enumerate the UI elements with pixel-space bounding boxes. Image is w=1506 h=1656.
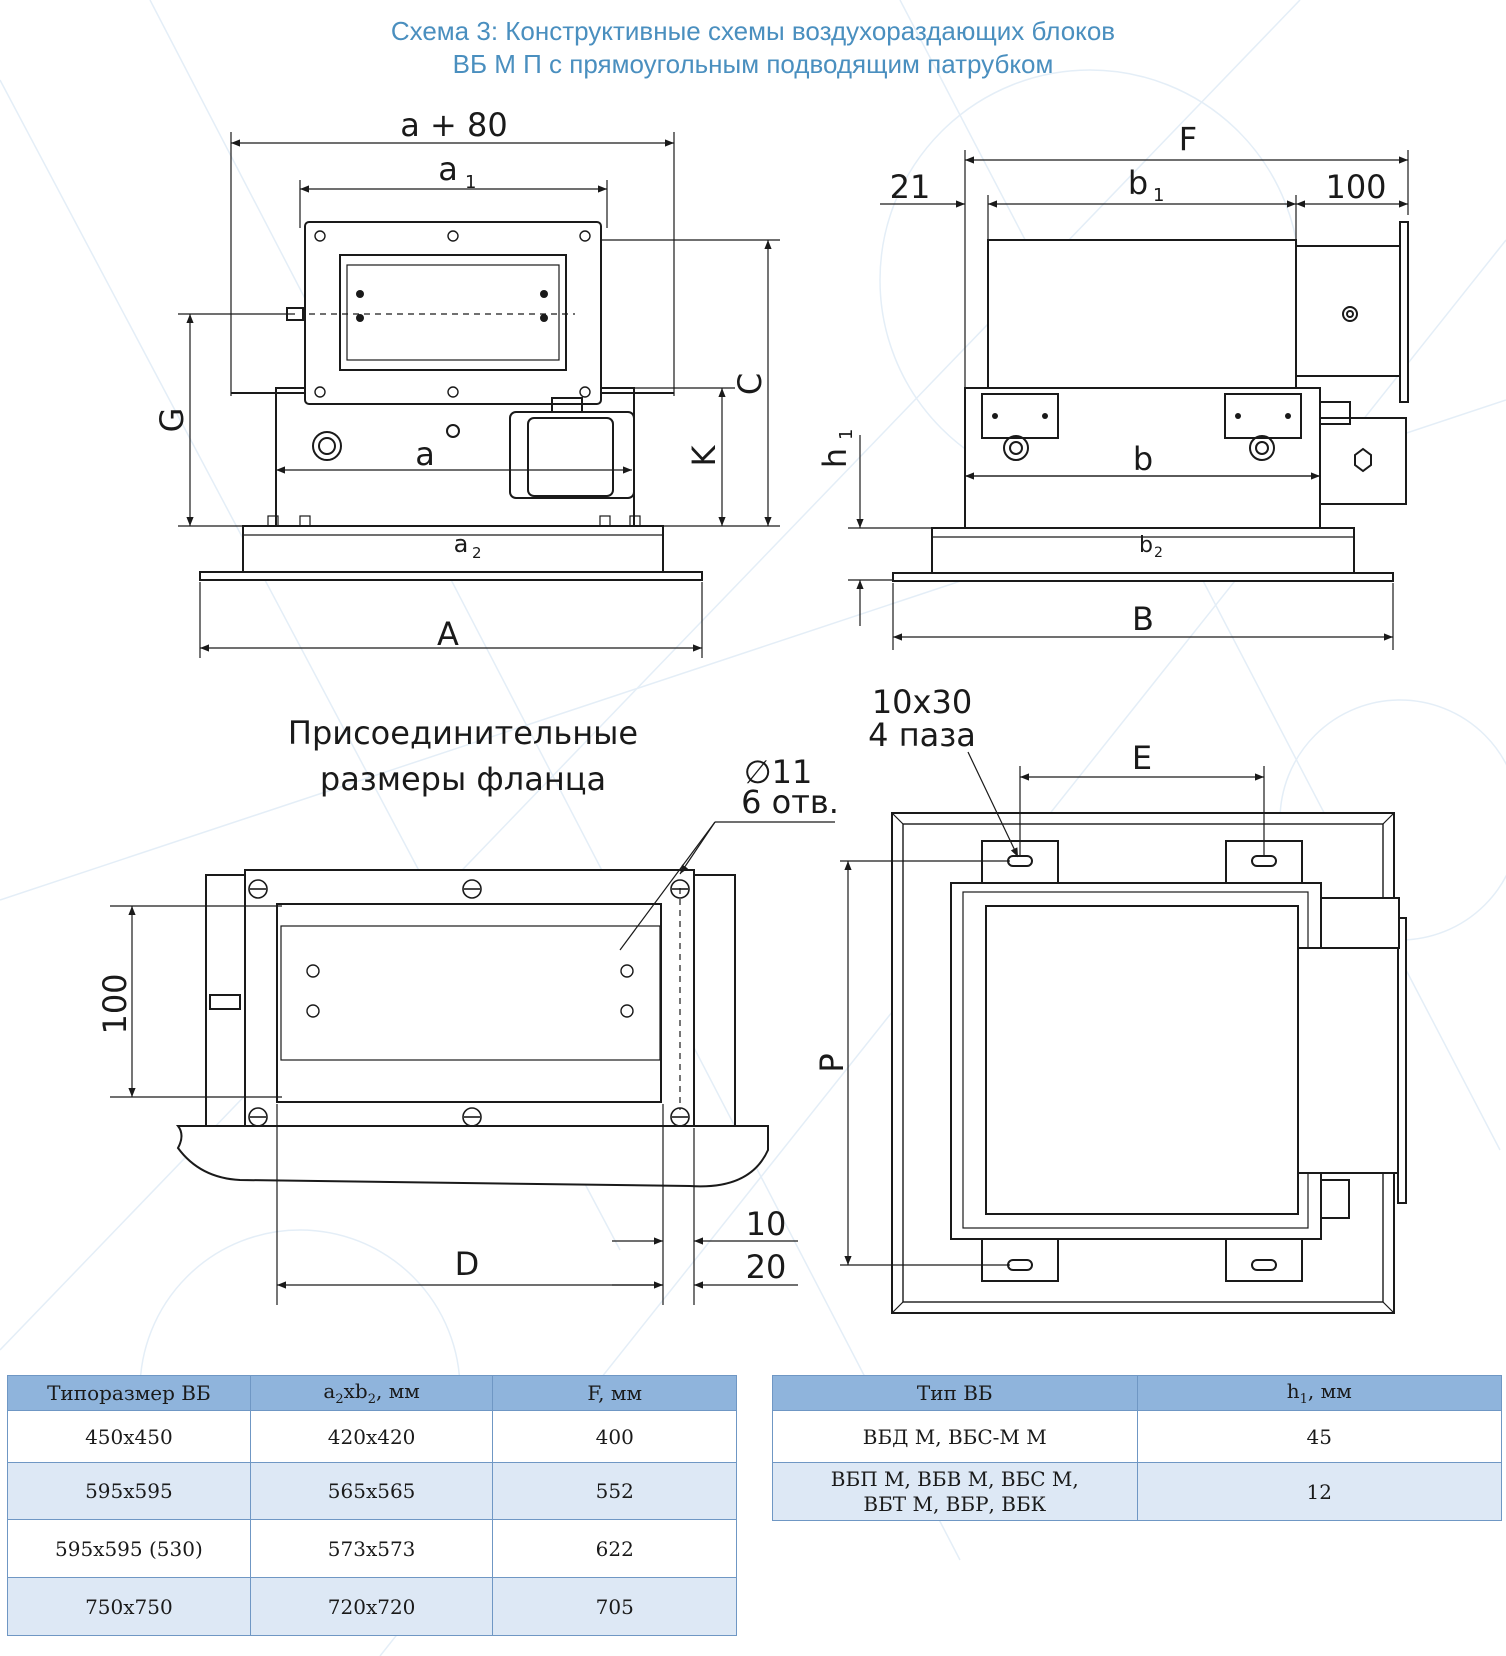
label-b2: b	[1139, 533, 1153, 558]
side-view	[892, 221, 1409, 582]
label-G: G	[153, 408, 191, 433]
label-B: B	[1132, 600, 1154, 638]
top-view-labels: 10x30 4 паза E P	[813, 683, 1152, 1073]
label-a80: a + 80	[400, 106, 507, 144]
flange-view-labels: ∅11 6 отв. 100 D 10 20	[96, 753, 839, 1286]
sizes-header-type: Типоразмер ВБ	[7, 1375, 251, 1411]
types-table-header: Тип ВБ h1, мм	[772, 1375, 1503, 1411]
label-a2-sub: 2	[472, 544, 482, 562]
front-view	[199, 221, 703, 581]
table-row: 595x595 (530) 573x573 622	[7, 1519, 737, 1578]
table-cell: ВБП М, ВБВ М, ВБС М, ВБТ М, ВБР, ВБК	[772, 1462, 1138, 1521]
table-cell: 720x720	[249, 1577, 494, 1636]
table-cell: 622	[492, 1519, 737, 1578]
label-b: b	[1133, 440, 1153, 478]
table-cell: 12	[1136, 1462, 1503, 1521]
label-a1-sub: 1	[465, 172, 476, 193]
sizes-header-F: F, мм	[492, 1375, 737, 1411]
table-cell: 595x595 (530)	[7, 1519, 251, 1578]
table-cell: 450x450	[7, 1410, 251, 1463]
label-slot-count: 4 паза	[868, 716, 976, 754]
table-cell: 595x595	[7, 1462, 251, 1520]
label-P: P	[813, 1053, 851, 1072]
title-line-1: Схема 3: Конструктивные схемы воздухораз…	[390, 16, 1116, 46]
side-view-dimensions	[848, 150, 1409, 650]
technical-drawing: a + 80 a 1 a a 2 A G K C	[96, 106, 1409, 1314]
label-b2-sub: 2	[1154, 545, 1163, 561]
title-line-2: ВБ М П с прямоугольным подводящим патруб…	[452, 49, 1054, 79]
table-cell: ВБД М, ВБС-М М	[772, 1410, 1138, 1463]
table-cell: 705	[492, 1577, 737, 1636]
types-table: Тип ВБ h1, мм ВБД М, ВБС-М М 45 ВБП М, В…	[772, 1375, 1503, 1521]
table-cell: 573x573	[249, 1519, 494, 1578]
label-20: 20	[746, 1248, 787, 1286]
types-header-type: Тип ВБ	[772, 1375, 1138, 1411]
flange-caption-line-1: Присоединительные	[288, 714, 638, 752]
table-row: ВБД М, ВБС-М М 45	[772, 1410, 1503, 1463]
label-a2: a	[454, 530, 469, 558]
flange-caption-line-2: размеры фланца	[320, 760, 606, 798]
label-100-side: 100	[1325, 168, 1386, 206]
table-cell: 45	[1136, 1410, 1503, 1463]
label-D: D	[455, 1245, 480, 1283]
top-view-dimensions	[840, 751, 1265, 1266]
table-row: 595x595 565x565 552	[7, 1462, 737, 1520]
table-row: ВБП М, ВБВ М, ВБС М, ВБТ М, ВБР, ВБК 12	[772, 1462, 1503, 1521]
label-h1: h	[816, 448, 854, 468]
label-E: E	[1132, 739, 1152, 777]
table-cell: 420x420	[249, 1410, 494, 1463]
label-hole-dia: ∅11	[744, 753, 813, 791]
types-header-h1: h1, мм	[1136, 1375, 1503, 1411]
flange-view-dimensions	[110, 821, 835, 1305]
table-row: 750x750 720x720 705	[7, 1577, 737, 1636]
sizes-table: Типоразмер ВБ a2xb2, мм F, мм 450x450 42…	[7, 1375, 737, 1636]
flange-caption: Присоединительные размеры фланца	[288, 714, 638, 798]
label-h1-sub: 1	[836, 429, 857, 440]
sizes-table-header: Типоразмер ВБ a2xb2, мм F, мм	[7, 1375, 737, 1411]
label-C: C	[731, 373, 769, 395]
label-b1: b	[1128, 164, 1148, 202]
side-view-labels: F 21 b 1 100 b b 2 B h 1	[816, 120, 1387, 638]
sizes-header-a2b2: a2xb2, мм	[249, 1375, 494, 1411]
flange-view	[175, 869, 769, 1188]
label-b1-sub: 1	[1153, 185, 1164, 206]
label-hole-count: 6 отв.	[741, 783, 839, 821]
label-A: A	[437, 615, 459, 653]
label-F: F	[1179, 120, 1197, 158]
label-a: a	[415, 435, 435, 473]
label-21: 21	[890, 168, 931, 206]
label-100-flange: 100	[96, 973, 134, 1034]
front-view-labels: a + 80 a 1 a a 2 A G K C	[153, 106, 769, 653]
top-view	[891, 812, 1407, 1314]
table-cell: 400	[492, 1410, 737, 1463]
label-slot-size: 10x30	[872, 683, 972, 721]
table-cell: 750x750	[7, 1577, 251, 1636]
table-cell: 552	[492, 1462, 737, 1520]
label-a1: a	[438, 150, 458, 188]
front-view-dimensions	[178, 132, 780, 658]
table-cell: 565x565	[249, 1462, 494, 1520]
label-K: K	[685, 444, 723, 466]
table-row: 450x450 420x420 400	[7, 1410, 737, 1463]
label-10: 10	[746, 1205, 787, 1243]
